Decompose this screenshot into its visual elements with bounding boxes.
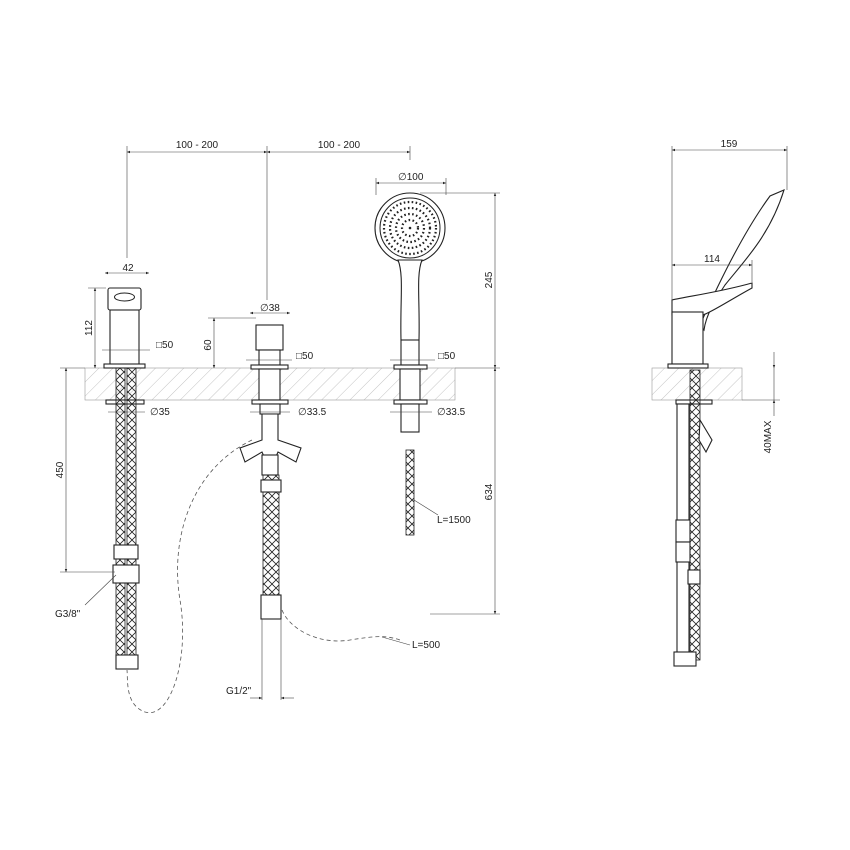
- lever-depth-label: 114: [704, 254, 720, 265]
- mixer-base-label: □50: [156, 340, 174, 351]
- mixer-front: [103, 287, 146, 670]
- shower-hose-length-label: L=1500: [437, 515, 471, 526]
- hand-shower-front: [374, 192, 446, 536]
- flex-hose-length-label: L=500: [412, 640, 441, 651]
- spacing-1-label: 100 - 200: [176, 140, 219, 151]
- shower-nozzles: [408, 226, 412, 230]
- diverter-height-label: 60: [203, 339, 214, 351]
- mixer-height-label: 112: [84, 320, 95, 336]
- mixer-width-label: 42: [122, 263, 134, 274]
- flex-hoses: L=500: [126, 439, 441, 714]
- side-view-dimensions: 159 114 40MAX: [671, 139, 788, 453]
- diverter-base-label: □50: [296, 351, 314, 362]
- mixer-connection-label: G3/8": [55, 609, 81, 620]
- total-depth-label: 159: [721, 139, 738, 150]
- below-deck-length-label: 634: [484, 483, 495, 500]
- spacing-2-label: 100 - 200: [318, 140, 361, 151]
- diverter-connection-label: G1/2": [226, 686, 252, 697]
- hand-shower-dimensions: ∅100 245 634 □50 ∅33.5 L=1500: [375, 172, 500, 615]
- mixer-dimensions: 42 112 □50 ∅35 450 G3/8": [55, 263, 174, 620]
- diverter-front: [239, 324, 302, 700]
- shower-base-label: □50: [438, 351, 456, 362]
- side-view: [667, 189, 785, 667]
- shower-diameter-label: ∅100: [398, 172, 424, 183]
- diverter-shank-label: ∅33.5: [298, 407, 327, 418]
- shower-shank-label: ∅33.5: [437, 407, 466, 418]
- diverter-diameter-label: ∅38: [260, 303, 280, 314]
- shower-height-label: 245: [484, 271, 495, 288]
- mixer-hose-length-label: 450: [55, 461, 66, 478]
- spacing-dimension: 100 - 200 100 - 200: [126, 140, 411, 300]
- mixer-shank-label: ∅35: [150, 407, 170, 418]
- diverter-dimensions: ∅38 60 □50 ∅33.5 G1/2": [203, 303, 327, 700]
- deck-thickness-label: 40MAX: [763, 420, 774, 453]
